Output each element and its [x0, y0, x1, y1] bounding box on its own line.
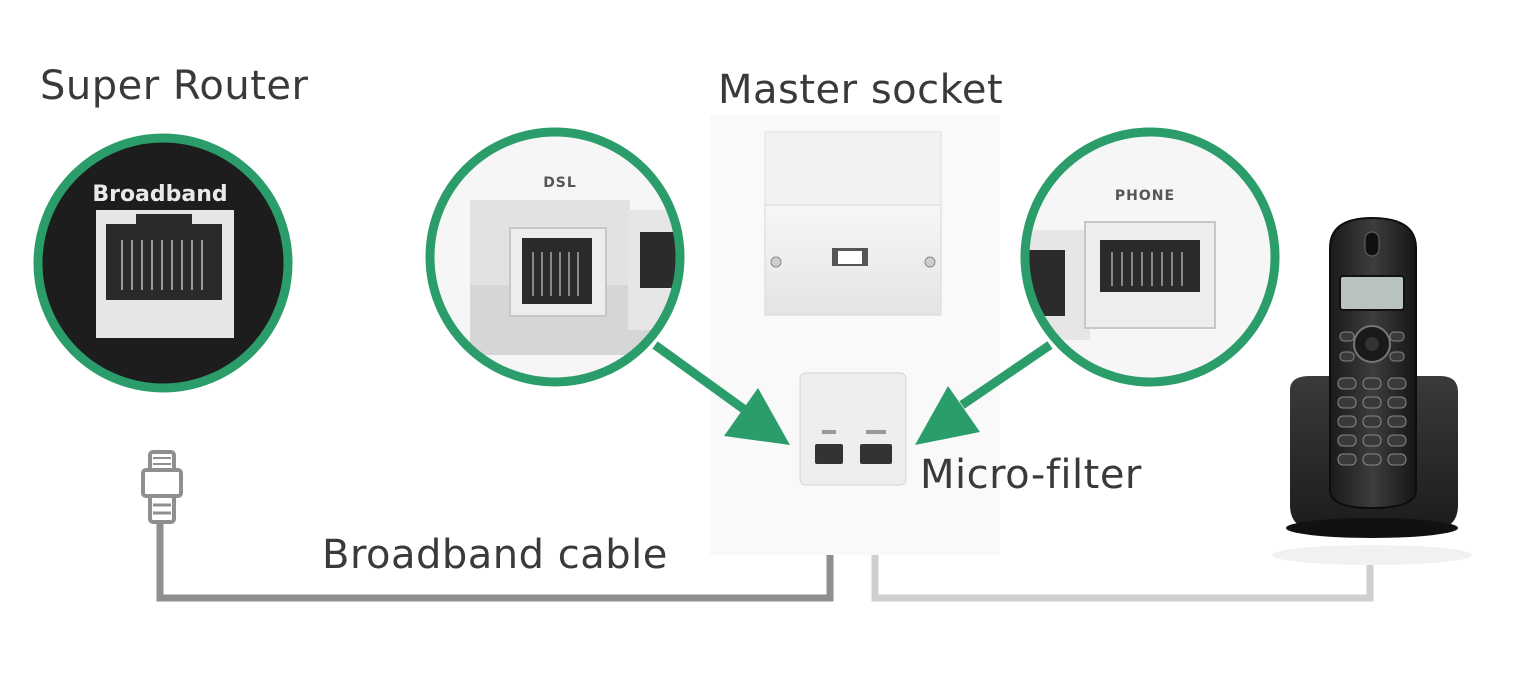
router-port-label: Broadband: [92, 182, 227, 207]
arrow-phone-to-filter: [915, 341, 1053, 445]
master-socket-title: Master socket: [718, 67, 1004, 113]
arrow-dsl-to-filter: [652, 341, 790, 445]
micro-filter-icon: [799, 372, 907, 486]
rj45-plug-icon: [141, 450, 183, 524]
dsl-port-magnifier: [425, 127, 685, 387]
phone-port-magnifier: [1020, 127, 1280, 387]
broadband-cable-title: Broadband cable: [322, 532, 668, 578]
router-title: Super Router: [40, 63, 309, 109]
cordless-phone-icon: [1272, 216, 1472, 565]
micro-filter-title: Micro-filter: [920, 452, 1142, 498]
router-port-magnifier: [33, 133, 293, 393]
phone-port-label: PHONE: [1115, 188, 1175, 204]
dsl-port-label: DSL: [543, 175, 577, 191]
